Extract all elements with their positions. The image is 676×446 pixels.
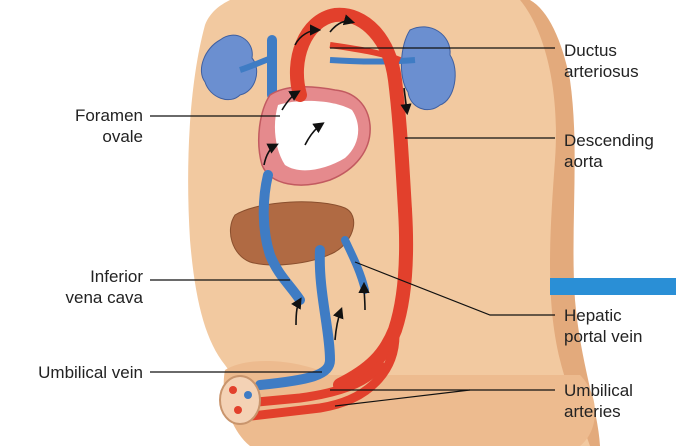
label-foramen-ovale: Foramen ovale [40,105,143,147]
label-ductus-arteriosus: Ductus arteriosus [564,40,639,82]
label-umbilical-arteries: Umbilical arteries [564,380,633,422]
pulmonary-vein-right [330,60,415,62]
label-inferior-vena-cava: Inferior vena cava [40,266,143,308]
label-umbilical-vein: Umbilical vein [0,362,143,383]
label-hepatic-portal-vein: Hepatic portal vein [564,305,642,347]
accent-bar [550,278,676,295]
label-descending-aorta: Descending aorta [564,130,654,172]
umbilical-cord [220,376,260,424]
